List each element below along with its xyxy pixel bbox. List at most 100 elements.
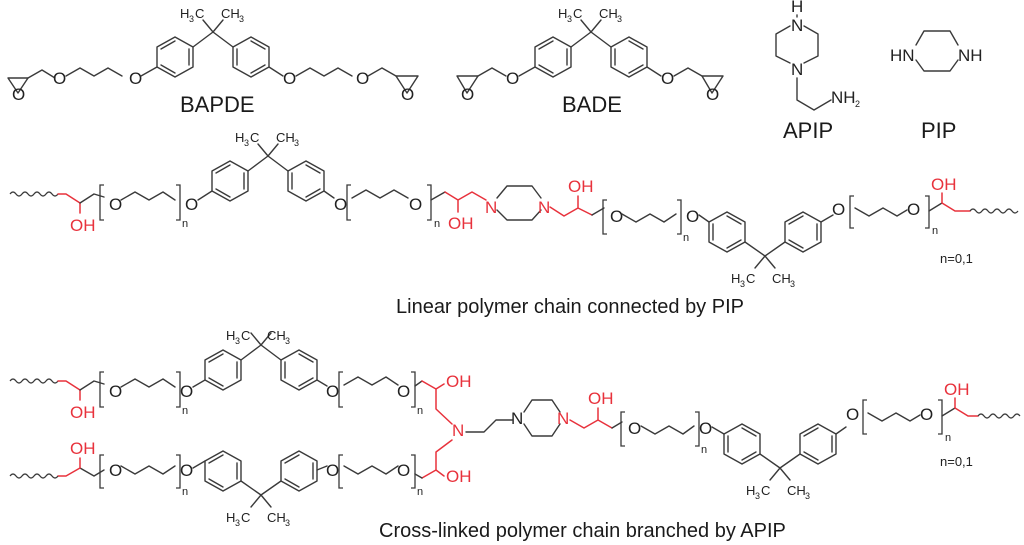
pip-structure: HN NH PIP [890,30,983,143]
methyl-label: CH [267,510,286,525]
repeat-count: n [182,486,188,498]
epoxide-oxygen: O [12,85,25,104]
subscript: 2 [855,99,860,109]
bond [295,67,353,77]
methyl-label: C [250,130,259,145]
subscript: 3 [567,14,572,24]
methyl-label: CH [267,328,286,343]
methyl-label: C [241,510,250,525]
repeat-bracket-open [346,184,351,221]
ether-oxygen: O [180,461,193,480]
bond [202,19,224,33]
epoxide-oxygen: O [401,85,414,104]
methyl-label: H [235,130,244,145]
bond-highlight [941,192,971,212]
ether-oxygen: O [185,195,198,214]
methyl-label: CH [276,130,295,145]
bond [570,31,612,48]
hydroxyl-label: OH [588,389,614,408]
bond [65,67,123,77]
repeat-bracket-close [427,184,432,221]
subscript: 3 [790,279,795,289]
bond [744,241,786,269]
wavy-bond [9,191,59,197]
ether-oxygen: O [397,382,410,401]
bond [414,380,423,387]
hydroxyl-label: OH [446,467,472,486]
benzene-ring [211,160,249,202]
epoxide-ring-left [456,75,479,94]
subscript: 3 [285,336,290,346]
wavy-bond [9,473,59,479]
benzene-ring [280,450,318,492]
crosslinked-chain-caption: Cross-linked polymer chain branched by A… [379,520,786,542]
ether-oxygen: O [686,207,699,226]
benzene-ring [534,36,572,78]
bond [351,189,409,199]
ether-oxygen: O [506,69,519,88]
bond-highlight [444,191,487,213]
repeat-bracket-close [176,184,181,221]
epoxide-ring-left [7,77,29,94]
bond [591,207,605,216]
wavy-bond [977,413,1021,419]
hydroxyl-label: OH [568,177,594,196]
methyl-label: CH [221,6,240,21]
methyl-label: H [226,510,235,525]
hydroxyl-label: OH [446,372,472,391]
repeat-bracket-close [695,411,700,447]
repeat-bracket-close [925,195,930,229]
bade-label: BADE [562,92,622,117]
benzene-ring [610,36,648,78]
ether-oxygen: O [356,69,369,88]
repeat-count: n [434,218,440,230]
bond [367,67,397,77]
epoxide-oxygen: O [461,85,474,104]
ether-oxygen: O [610,207,623,226]
bond-highlight [435,383,445,390]
methyl-label: C [746,271,755,286]
methyl-label: H [180,6,189,21]
bond [711,426,725,435]
bond [518,66,536,77]
ether-oxygen: O [920,405,933,424]
bond [867,412,921,422]
subscript: 3 [755,491,760,501]
bond [27,69,56,79]
benzene-ring [799,423,837,465]
repeat-bracket-close [938,399,943,435]
hydroxyl-label: OH [931,175,957,194]
repeat-count: n [182,218,188,230]
piperazine-ring [915,30,959,72]
bond-highlight [57,380,81,401]
n-value-note: n=0,1 [940,454,973,469]
bond-highlight [421,439,453,479]
apip-label: APIP [783,118,833,143]
bond [140,66,158,77]
bond [796,77,832,111]
epoxide-oxygen: O [706,85,719,104]
n-value-note: n=0,1 [940,251,973,266]
methyl-label: C [195,6,204,21]
hydroxyl-label: OH [448,214,474,233]
bond [928,202,943,212]
piperazine-ring [496,185,542,221]
repeat-bracket-close [176,454,181,489]
bond-highlight [954,397,979,417]
ether-oxygen: O [661,69,674,88]
wavy-bond [969,208,1019,214]
methyl-label: CH [772,271,791,286]
bond [465,419,513,433]
repeat-bracket-close [677,199,682,235]
methyl-label: H [746,483,755,498]
bond [192,379,206,388]
bond [414,473,423,479]
bond [646,66,662,77]
repeat-bracket-close [411,371,416,408]
bond [759,453,801,481]
bond [611,421,623,429]
ether-oxygen: O [334,195,347,214]
repeat-count: n [683,232,689,244]
amine-hydrogen: H [791,0,803,16]
